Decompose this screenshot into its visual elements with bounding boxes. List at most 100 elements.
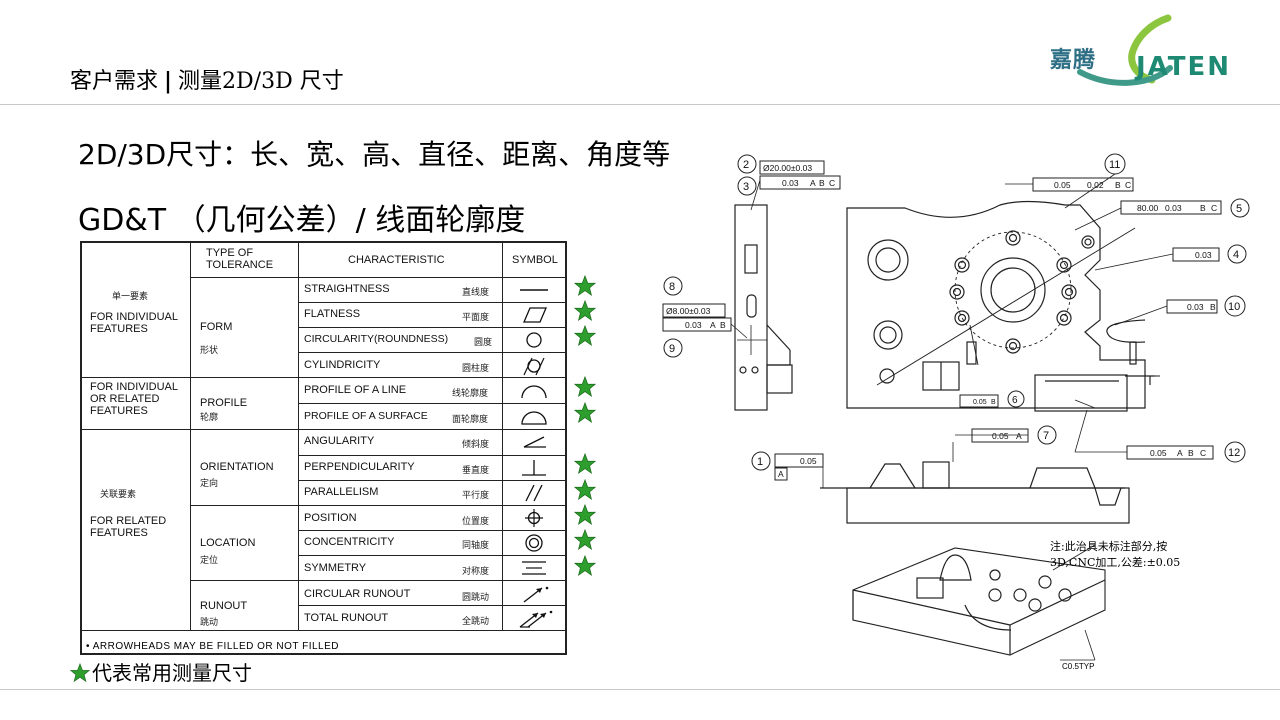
fcf-3-c: C: [829, 178, 835, 188]
fcf-6-b: B: [991, 399, 996, 406]
type-profile: PROFILE: [200, 397, 248, 409]
position-icon: [525, 509, 543, 527]
callout-5: 5: [1236, 203, 1242, 215]
fcf-11-tol: 0.05: [1054, 180, 1071, 190]
perpendicularity-icon: [522, 460, 546, 476]
arrowheads-note: • ARROWHEADS MAY BE FILLED OR NOT FILLED: [86, 641, 339, 652]
drawing-note-line2: 3D,CNC加工,公差:±0.05: [1050, 556, 1181, 569]
callout-11: 11: [1109, 159, 1120, 171]
fcf-9-tol: 0.03: [685, 320, 702, 330]
callout-3: 3: [743, 181, 749, 193]
group-cn-single: 单一要素: [112, 291, 149, 301]
callout-4: 4: [1233, 249, 1239, 261]
fcf-10-b: B: [1210, 302, 1216, 312]
fcf-5-c: C: [1211, 203, 1217, 213]
drawing-note: 注:此治具未标注部分,按 3D,CNC加工,公差:±0.05: [1050, 539, 1180, 571]
char-profile-line: PROFILE OF A LINE: [304, 384, 407, 396]
headline-2d3d: 2D/3D尺寸：长、宽、高、直径、距离、角度等: [78, 138, 671, 171]
char-circularity-cn: 圆度: [474, 337, 493, 347]
char-profile-surface: PROFILE OF A SURFACE: [304, 410, 428, 422]
char-circular-runout-cn: 圆跳动: [462, 592, 490, 602]
char-flatness: FLATNESS: [304, 308, 361, 320]
char-perpendicularity-cn: 垂直度: [462, 465, 490, 475]
green-star-icon: [574, 325, 596, 347]
footer-divider: [0, 689, 1280, 690]
symmetry-icon: [522, 561, 546, 575]
green-star-icon: [574, 504, 596, 526]
fcf-7-tol: 0.05: [992, 431, 1009, 441]
header-characteristic: CHARACTERISTIC: [348, 254, 445, 266]
group-en-individual: FOR INDIVIDUAL FEATURES: [90, 311, 178, 335]
legend-text: 代表常用测量尺寸: [92, 661, 252, 685]
fcf-12-b: B: [1188, 448, 1194, 458]
headline-gdt: GD&T （几何公差）/ 线面轮廓度: [78, 203, 526, 238]
fcf-1-tol: 0.05: [800, 456, 817, 466]
callout-6: 6: [1012, 395, 1018, 406]
profile-line-icon: [521, 385, 547, 399]
drawing-note-line1: 注:此治具未标注部分,按: [1050, 540, 1168, 553]
char-circularity: CIRCULARITY(ROUNDNESS): [304, 333, 449, 345]
char-parallelism: PARALLELISM: [304, 486, 379, 498]
header-separator: |: [164, 68, 173, 94]
company-logo: 嘉腾 JATEN: [1040, 14, 1250, 90]
callout-2: 2: [743, 159, 749, 171]
char-angularity: ANGULARITY: [304, 435, 375, 447]
char-cylindricity: CYLINDRICITY: [304, 359, 381, 371]
char-concentricity: CONCENTRICITY: [304, 536, 395, 548]
type-location: LOCATION: [200, 537, 256, 549]
fcf-11-c: C: [1125, 180, 1131, 190]
char-position: POSITION: [304, 512, 357, 524]
fcf-2-diameter: Ø20.00±0.03: [763, 163, 812, 173]
green-star-icon: [574, 529, 596, 551]
fcf-3-tol: 0.03: [782, 178, 799, 188]
fcf-3-a: A: [810, 178, 816, 188]
fcf-6-tol: 0.05: [973, 399, 987, 406]
star-legend: 代表常用测量尺寸: [70, 657, 252, 686]
callout-7: 7: [1043, 430, 1049, 442]
callout-12: 12: [1228, 447, 1240, 459]
fcf-9-b: B: [720, 320, 726, 330]
char-cylindricity-cn: 圆柱度: [462, 363, 490, 373]
fcf-7-a: A: [1016, 431, 1022, 441]
char-total-runout: TOTAL RUNOUT: [304, 612, 389, 624]
char-concentricity-cn: 同轴度: [462, 540, 490, 550]
fcf-9-a: A: [710, 320, 716, 330]
green-star-icon: [574, 275, 596, 297]
green-star-icon: [70, 663, 90, 683]
fcf-5-tol: 80.00: [1137, 203, 1159, 213]
fcf-5-m: 0.03: [1165, 203, 1182, 213]
group-en-related: FOR RELATED FEATURES: [90, 515, 167, 539]
callout-1: 1: [757, 456, 763, 468]
type-form: FORM: [200, 321, 233, 333]
type-runout-cn: 跳动: [200, 617, 219, 627]
type-runout: RUNOUT: [200, 600, 248, 612]
profile-surface-icon: [521, 411, 547, 425]
circularity-icon: [526, 332, 542, 348]
char-parallelism-cn: 平行度: [462, 490, 490, 500]
char-circular-runout: CIRCULAR RUNOUT: [304, 588, 411, 600]
callout-8: 8: [669, 281, 675, 293]
page-header-title: 客户需求|测量2D/3D 尺寸: [70, 63, 344, 95]
fcf-11-m: 0.02: [1087, 180, 1104, 190]
gdt-symbol-table: TYPE OF TOLERANCE CHARACTERISTIC SYMBOL …: [80, 241, 567, 655]
header-type-of-tolerance: TYPE OF TOLERANCE: [206, 247, 274, 271]
header-symbol: SYMBOL: [512, 254, 558, 266]
char-symmetry-cn: 对称度: [462, 566, 490, 576]
logo-swoosh-icon: [1077, 14, 1173, 86]
group-en-individual-related: FOR INDIVIDUAL OR RELATED FEATURES: [90, 381, 178, 417]
type-orientation-cn: 定向: [200, 478, 219, 488]
group-cn-related: 关联要素: [100, 489, 137, 499]
fcf-11-b: B: [1115, 180, 1121, 190]
green-star-icon: [574, 402, 596, 424]
char-angularity-cn: 倾斜度: [462, 439, 490, 449]
straightness-icon: [520, 289, 548, 291]
char-position-cn: 位置度: [462, 516, 490, 526]
angularity-icon: [523, 436, 546, 448]
logo-chinese-text: 嘉腾: [1050, 48, 1097, 73]
type-profile-cn: 轮廓: [200, 412, 219, 422]
char-profile-line-cn: 线轮廓度: [452, 388, 489, 398]
char-perpendicularity: PERPENDICULARITY: [304, 461, 415, 473]
char-straightness: STRAIGHTNESS: [304, 283, 390, 295]
callout-10: 10: [1228, 301, 1240, 313]
